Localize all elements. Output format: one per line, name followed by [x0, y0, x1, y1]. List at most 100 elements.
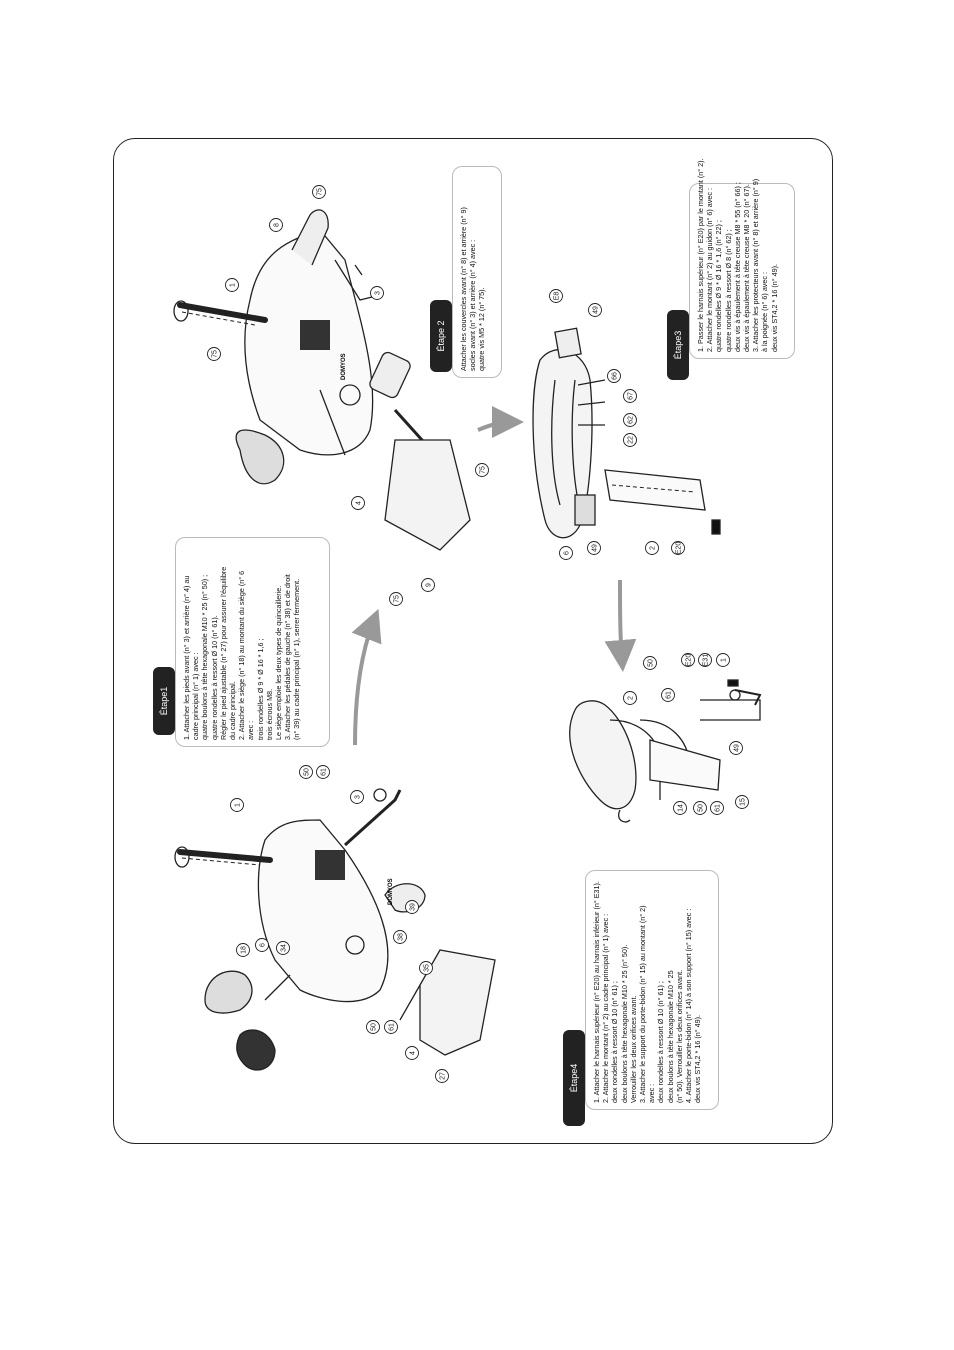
callout-circle — [671, 541, 685, 555]
callout-circle — [587, 541, 601, 555]
instruction-line: 1. Attacher les pieds avant (n° 3) et ar… — [182, 575, 191, 740]
part-callout-s4: 15 — [735, 795, 749, 809]
callout-circle — [230, 798, 244, 812]
instruction-line: deux vis ST4,2 * 16 (n° 49). — [769, 264, 779, 352]
callout-label: 8 — [273, 223, 280, 227]
part-callout-s1: 61 — [384, 1020, 398, 1034]
callout-label: 49 — [592, 306, 599, 314]
instruction-line: avec : — [246, 720, 256, 740]
part-callout-s2: 4 — [351, 496, 365, 510]
step3-instructions-box: 1. Passer le harnais supérieur (n° E20) … — [689, 158, 796, 360]
callout-label: 39 — [409, 903, 416, 911]
instruction-line: (n° 39) au cadre principal (n° 1), serre… — [292, 578, 302, 740]
callout-label: 2 — [649, 546, 656, 550]
callout-label: E31 — [702, 654, 709, 667]
callout-circle — [698, 653, 712, 667]
callout-circle — [225, 278, 239, 292]
part-callout-s1: 18 — [236, 943, 250, 957]
callout-circle — [661, 688, 675, 702]
callout-label: 22 — [627, 436, 634, 444]
callout-label: 75 — [479, 466, 486, 474]
instruction-line: deux rondelles à ressort Ø 10 (n° 61) ; — [610, 981, 620, 1103]
callout-circle — [643, 656, 657, 670]
part-callout-s1: 38 — [393, 930, 407, 944]
callout-label: 49 — [733, 744, 740, 752]
callout-label: 50 — [303, 768, 310, 776]
part-callout-s4: 1 — [716, 653, 730, 667]
callout-label: E8 — [553, 292, 560, 301]
part-callout-s2: 75 — [475, 463, 489, 477]
part-callout-s2: 1 — [225, 278, 239, 292]
callout-circle — [710, 801, 724, 815]
callout-circle — [370, 286, 384, 300]
callout-circle — [236, 943, 250, 957]
callout-label: 75 — [393, 595, 400, 603]
callout-circle — [623, 413, 637, 427]
callout-circle — [623, 691, 637, 705]
part-callout-s4: 14 — [673, 801, 687, 815]
step1-instructions-box: 1. Attacher les pieds avant (n° 3) et ar… — [175, 537, 330, 747]
callout-label: 61 — [320, 768, 327, 776]
callout-label: 3 — [374, 291, 381, 295]
instruction-frame — [113, 138, 833, 1144]
part-callout-s1: 50 — [299, 765, 313, 779]
callout-label: 1 — [229, 283, 236, 287]
callout-circle — [729, 741, 743, 755]
part-callout-s3: 2 — [645, 541, 659, 555]
callout-label: 1 — [720, 658, 727, 662]
callout-circle — [384, 1020, 398, 1034]
callout-label: 9 — [425, 583, 432, 587]
part-callout-s3: 49 — [587, 541, 601, 555]
instruction-line: quatre rondelles à ressort Ø 10 (n° 61). — [209, 615, 219, 740]
instruction-line: deux vis à épaulement à tête creuse M8 *… — [742, 184, 752, 352]
callout-label: 38 — [397, 933, 404, 941]
step3-text: 1. Passer le harnais supérieur (n° E20) … — [690, 158, 796, 360]
callout-circle — [681, 653, 695, 667]
callout-label: 50 — [647, 659, 654, 667]
callout-circle — [673, 801, 687, 815]
part-callout-s1: 50 — [366, 1020, 380, 1034]
instruction-line: deux vis à épaulement à tête creuse M8 *… — [732, 182, 742, 352]
part-callout-s3: 22 — [623, 433, 637, 447]
callout-circle — [276, 941, 290, 955]
step4-stem-drawing — [569, 679, 762, 823]
part-callout-s2: 75 — [389, 592, 403, 606]
step2-text: Attacher les couvercles avant (n° 8) et … — [453, 167, 503, 379]
callout-label: 67 — [627, 392, 634, 400]
callout-label: 14 — [677, 804, 684, 812]
callout-label: 66 — [611, 372, 618, 380]
callout-label: 2 — [627, 696, 634, 700]
instruction-line: 2. Attacher le montant (n° 2) au guidon … — [705, 188, 715, 352]
callout-label: 6 — [259, 943, 266, 947]
instruction-line: du cadre principal. — [228, 681, 238, 740]
callout-circle — [351, 496, 365, 510]
part-callout-s1: 35 — [419, 961, 433, 975]
part-callout-s2: 8 — [269, 218, 283, 232]
callout-circle — [623, 389, 637, 403]
callout-circle — [693, 801, 707, 815]
instruction-line: 3. Attacher les pédales de gauche (n° 38… — [283, 574, 293, 740]
callout-circle — [312, 185, 326, 199]
part-callout-s4: 61 — [661, 688, 675, 702]
part-callout-s1: 61 — [316, 765, 330, 779]
callout-circle — [559, 546, 573, 560]
instruction-line: 3. Attacher le support du porte-bidon (n… — [638, 905, 648, 1103]
step1-tab: Étape1 — [153, 667, 175, 735]
callout-circle — [405, 1046, 419, 1060]
part-callout-s4: 2 — [623, 691, 637, 705]
callout-label: 61 — [388, 1023, 395, 1031]
step3-handlebar-drawing — [532, 327, 721, 539]
instruction-line: trois écrous M8. — [264, 688, 274, 740]
brand-mark: DOMYOS — [341, 353, 347, 380]
callout-label: 3 — [354, 795, 361, 799]
instruction-line: cadre principal (n° 1) avec : — [191, 652, 201, 740]
part-callout-s4: 50 — [693, 801, 707, 815]
callout-circle — [607, 369, 621, 383]
step1-bike-drawing — [174, 788, 496, 1071]
part-callout-s1: 34 — [276, 941, 290, 955]
part-callout-s3: E20 — [671, 541, 685, 555]
part-callout-s1: 4 — [405, 1046, 419, 1060]
part-callout-s3: 62 — [623, 413, 637, 427]
part-callout-s3: 49 — [588, 303, 602, 317]
